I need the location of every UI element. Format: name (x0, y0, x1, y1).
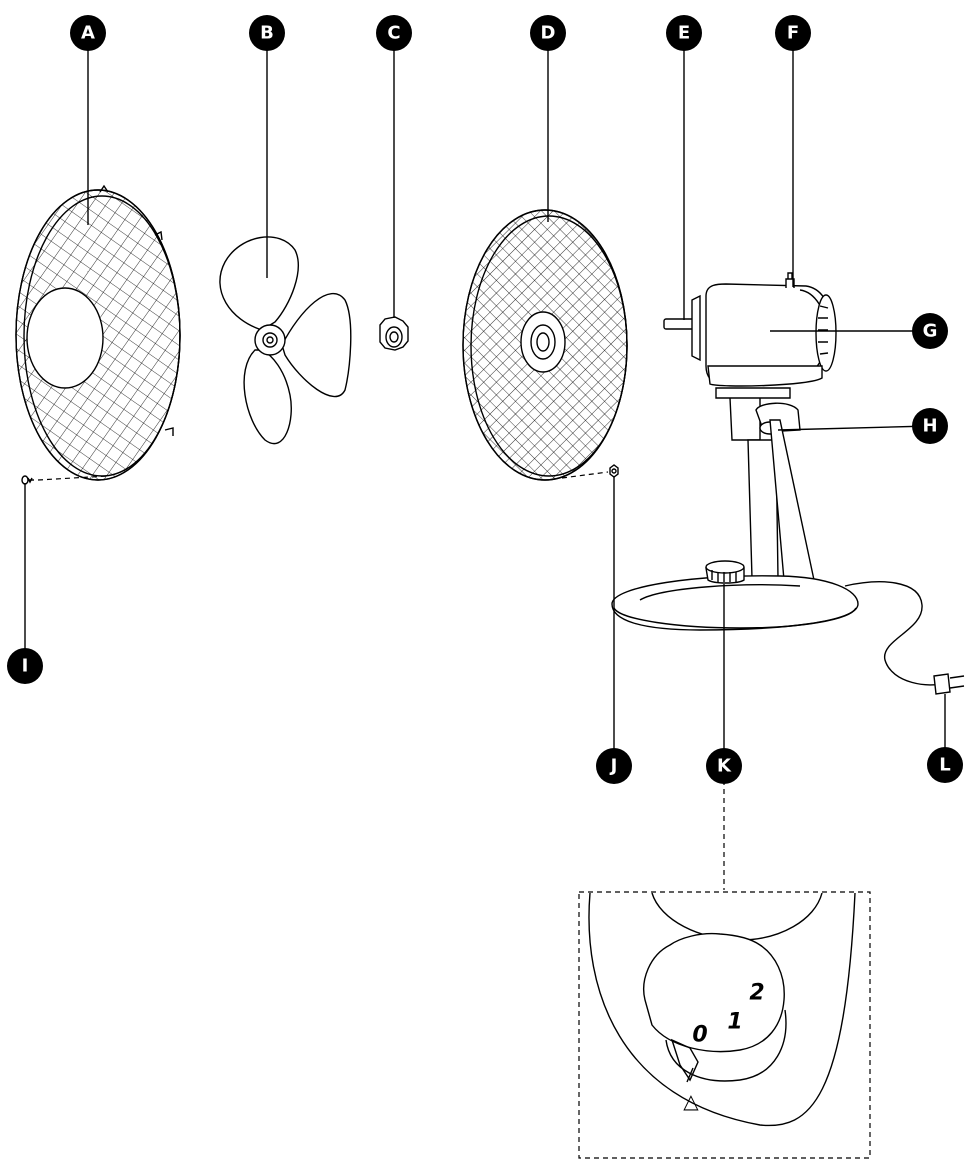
rear-grille (15, 184, 181, 481)
grille-screw (21, 475, 34, 485)
speed-knob-detail: 0 1 2 △ (578, 891, 871, 1159)
callout-e-label: E (678, 23, 690, 44)
callout-k-label: K (717, 756, 732, 777)
callout-c-label: C (387, 23, 400, 44)
callout-k: K (706, 748, 742, 784)
nut-guide-line (561, 471, 609, 479)
callout-a: A (70, 15, 106, 51)
power-cord (844, 581, 945, 686)
callout-i: I (7, 648, 43, 684)
callout-l-label: L (939, 755, 950, 776)
leader-h (777, 425, 931, 431)
callout-j-label: J (609, 756, 618, 777)
tilt-bracket (715, 387, 791, 399)
callout-d: D (530, 15, 566, 51)
front-grille (462, 209, 628, 481)
dial-position-0: 0 (692, 1023, 707, 1048)
callout-l: L (927, 747, 963, 783)
oscillation-knob (785, 278, 795, 288)
fan-blade (219, 236, 352, 445)
callout-g-label: G (923, 321, 938, 342)
callout-a-label: A (81, 23, 95, 44)
dial-position-1: 1 (727, 1010, 742, 1035)
callout-i-label: I (22, 656, 29, 677)
motor-head (663, 272, 837, 387)
callout-c: C (376, 15, 412, 51)
blade-nut (379, 316, 409, 351)
callout-f: F (775, 15, 811, 51)
leader-lines (24, 46, 946, 753)
front-grille-center-badge (520, 311, 566, 373)
rear-grille-motor-opening (26, 287, 104, 389)
fan-blade-hub (254, 324, 286, 356)
callout-h: H (912, 408, 948, 444)
motor-rear-vent (815, 294, 837, 372)
callout-f-label: F (787, 23, 799, 44)
fan-stand (611, 387, 965, 695)
dial-indicator-arrow: △ (683, 1089, 699, 1113)
callout-h-label: H (922, 416, 937, 437)
detail-dial (643, 932, 785, 1053)
callout-b: B (249, 15, 285, 51)
motor-shaft (663, 318, 695, 330)
callout-e: E (666, 15, 702, 51)
grille-nut (609, 464, 619, 478)
screw-guide-line (37, 475, 109, 481)
callout-g: G (912, 313, 948, 349)
dial-position-2: 2 (749, 981, 764, 1006)
detail-stand-foot (651, 892, 823, 941)
callout-b-label: B (260, 23, 274, 44)
detail-frame (578, 891, 871, 1159)
power-plug (933, 673, 951, 695)
callout-j: J (596, 748, 632, 784)
detail-base-outline (588, 892, 856, 1127)
callout-d-label: D (541, 23, 556, 44)
fan-base (611, 575, 859, 631)
